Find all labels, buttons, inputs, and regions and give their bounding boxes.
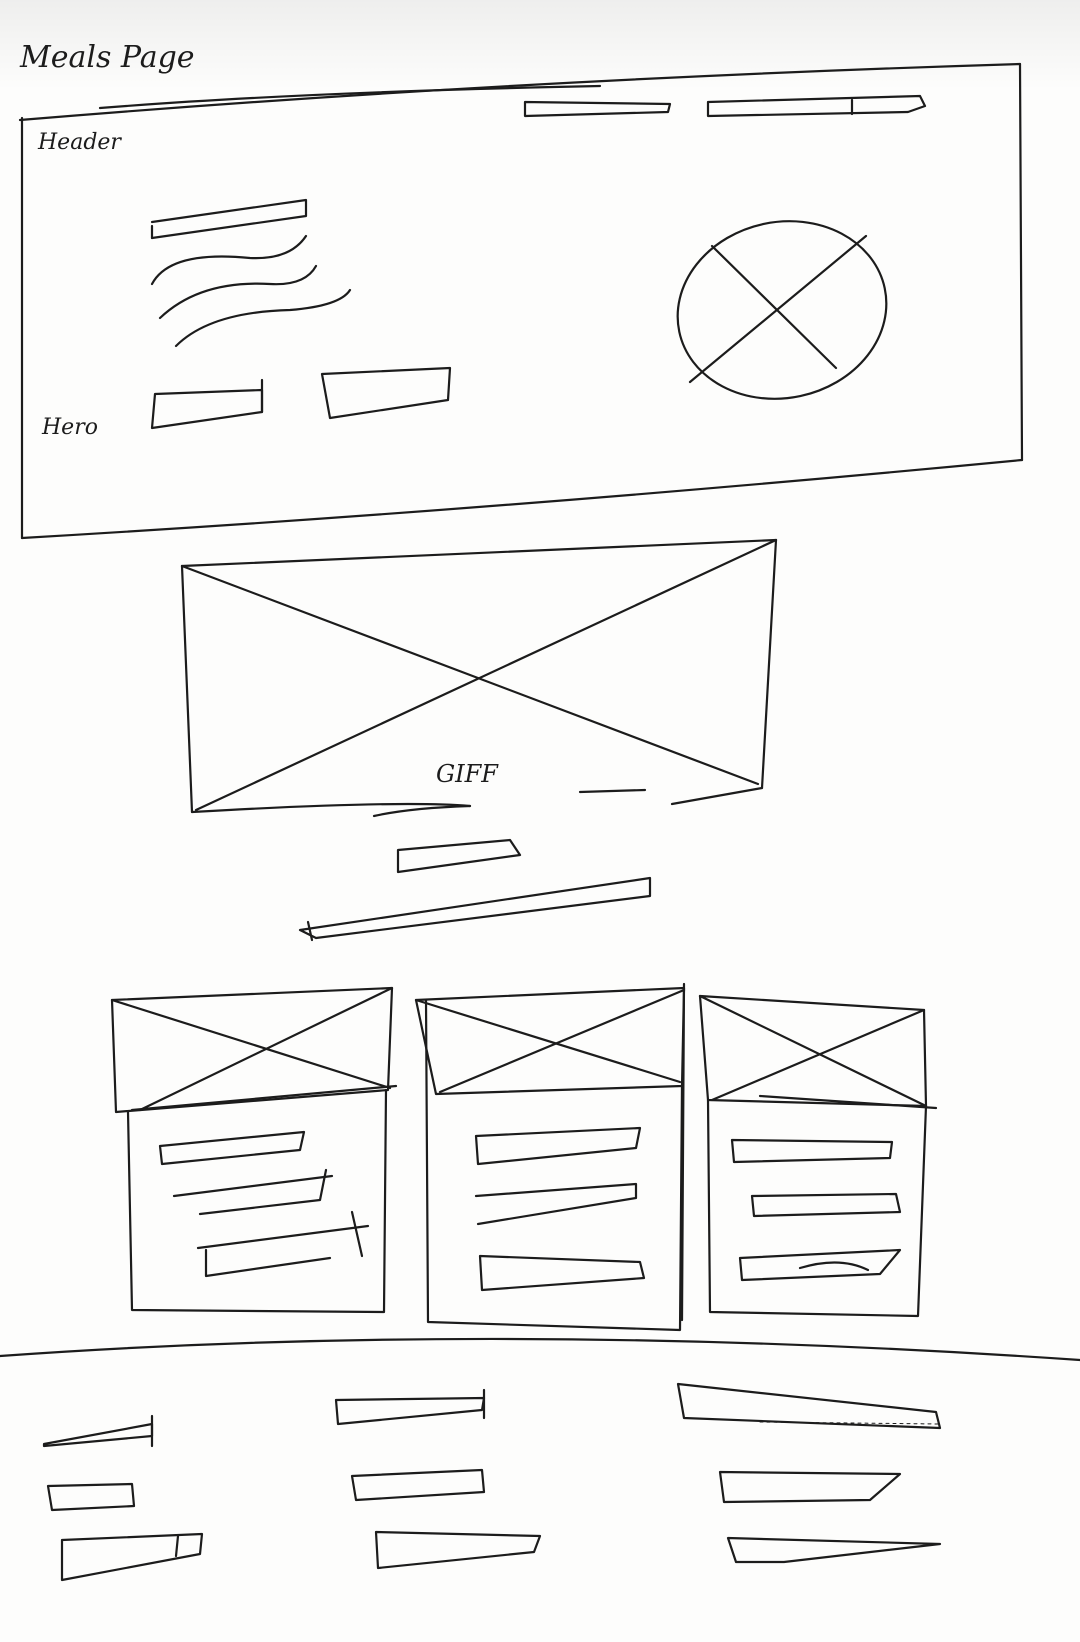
- footer-col1-line-3: [60, 1532, 204, 1582]
- hero-image-placeholder: [676, 220, 888, 400]
- card-3-line-2: [750, 1192, 902, 1218]
- footer-col3-line-1: [676, 1382, 942, 1430]
- nav-links: [523, 94, 927, 118]
- card-1-line-3: [196, 1224, 370, 1250]
- nav-link-1: [523, 100, 672, 118]
- footer-column-3: [676, 1382, 942, 1564]
- card-1: [110, 986, 398, 1314]
- feature-image-placeholder: [180, 538, 778, 814]
- page-title: Meals Page: [20, 40, 195, 75]
- image-caption: GIFF: [436, 760, 498, 788]
- nav-link-2: [706, 94, 927, 118]
- hero-label: Hero: [42, 415, 98, 440]
- footer-col3-line-3: [726, 1536, 942, 1564]
- hero-text-line-3: [174, 288, 352, 348]
- header-hero-frame: [18, 62, 1024, 540]
- footer-divider: [0, 1337, 1080, 1362]
- footer-column-1: [42, 1414, 204, 1582]
- footer-col3-line-2: [718, 1470, 902, 1504]
- card-3-line-3: [738, 1248, 902, 1282]
- footer-col2-line-1: [334, 1396, 486, 1426]
- footer-column-2: [334, 1388, 542, 1570]
- card-2: [414, 982, 686, 1332]
- card-3-line-1: [730, 1138, 894, 1164]
- hero-text: [150, 198, 352, 348]
- card-2-line-1: [474, 1126, 642, 1166]
- card-1-line-1: [158, 1130, 306, 1166]
- footer-col1-line-2: [46, 1482, 136, 1512]
- feature-text-line: [298, 876, 652, 940]
- card-1-line-2: [172, 1174, 334, 1198]
- feature-subtitle-line: [396, 838, 522, 874]
- header-label: Header: [38, 130, 121, 155]
- footer-col2-line-3: [374, 1530, 542, 1570]
- hero-heading-line: [150, 198, 308, 240]
- hero-button-2: [320, 366, 452, 420]
- footer-col2-line-2: [350, 1468, 486, 1502]
- hero-text-line-2: [158, 264, 318, 320]
- hero-button-1: [150, 388, 264, 430]
- feature-text: [298, 804, 652, 942]
- card-2-line-3: [478, 1254, 646, 1292]
- hero-buttons: [150, 366, 452, 430]
- card-2-line-2: [474, 1182, 638, 1226]
- footer-col1-line-1: [42, 1422, 154, 1448]
- hero-text-line-1: [150, 234, 308, 286]
- card-3: [698, 994, 938, 1318]
